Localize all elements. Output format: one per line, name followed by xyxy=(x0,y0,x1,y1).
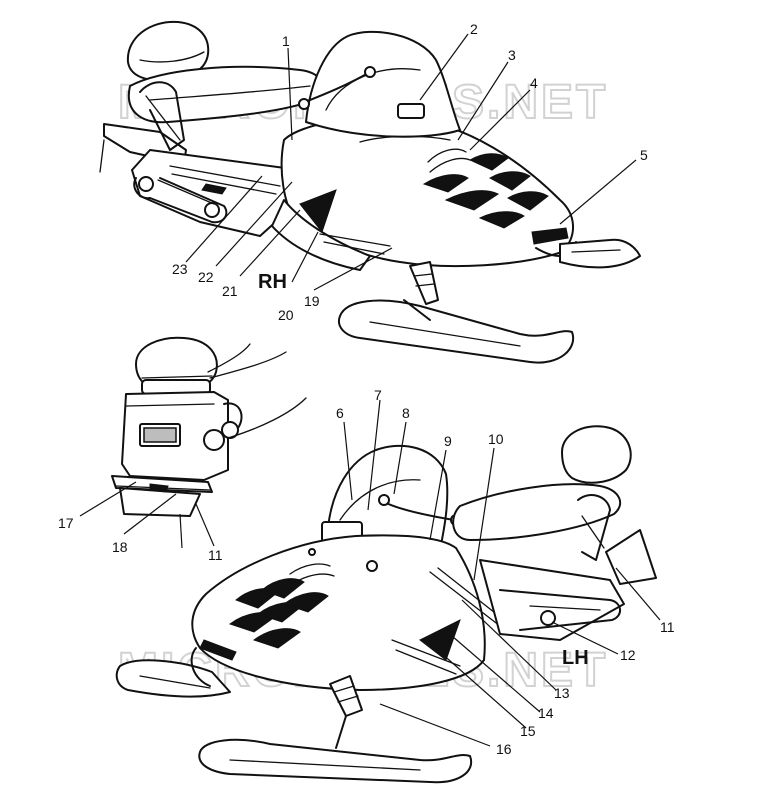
callout-1: 1 xyxy=(282,33,290,49)
callout-7: 7 xyxy=(374,387,382,403)
rh-track xyxy=(133,177,228,224)
callout-4: 4 xyxy=(530,75,538,91)
callout-2: 2 xyxy=(470,21,478,37)
callout-22: 22 xyxy=(198,269,214,285)
callout-23: 23 xyxy=(172,261,188,277)
rh-side-decal xyxy=(299,189,337,234)
callout-numbers: 1 2 3 4 5 19 20 21 22 23 17 18 11 6 7 8 … xyxy=(58,21,675,757)
callout-3: 3 xyxy=(508,47,516,63)
leader-lines xyxy=(79,33,661,747)
lh-seat xyxy=(452,483,622,541)
rh-ski-front xyxy=(338,299,575,364)
callout-18: 18 xyxy=(112,539,128,555)
rear-bumper xyxy=(111,475,213,493)
callout-10: 10 xyxy=(488,431,504,447)
lh-backrest xyxy=(561,425,632,484)
side-label-rh: RH xyxy=(258,271,287,293)
callout-6: 6 xyxy=(336,405,344,421)
snowmobile-right-side-view xyxy=(99,20,641,364)
callout-9: 9 xyxy=(444,433,452,449)
callout-15: 15 xyxy=(520,723,536,739)
callout-14: 14 xyxy=(538,705,554,721)
rh-hood-vent-1 xyxy=(422,174,469,193)
callout-5: 5 xyxy=(640,147,648,163)
callout-20: 20 xyxy=(278,307,294,323)
snowmobile-rear-view xyxy=(111,336,307,517)
callout-16: 16 xyxy=(496,741,512,757)
callout-11-rear: 11 xyxy=(208,547,223,563)
rh-windshield xyxy=(305,30,461,138)
callout-19: 19 xyxy=(304,293,320,309)
callout-8: 8 xyxy=(402,405,410,421)
lh-side-decal xyxy=(419,619,461,661)
callout-17: 17 xyxy=(58,515,74,531)
side-label-lh: LH xyxy=(562,647,589,669)
lh-ski-near xyxy=(198,738,473,784)
lh-hood xyxy=(191,534,486,691)
callout-11-lh: 11 xyxy=(660,619,675,635)
callout-21: 21 xyxy=(222,283,238,299)
callout-13: 13 xyxy=(554,685,570,701)
callout-12: 12 xyxy=(620,647,636,663)
lh-ski-far xyxy=(115,659,231,698)
snowmobile-left-side-view xyxy=(115,425,657,784)
lh-track xyxy=(499,589,621,631)
